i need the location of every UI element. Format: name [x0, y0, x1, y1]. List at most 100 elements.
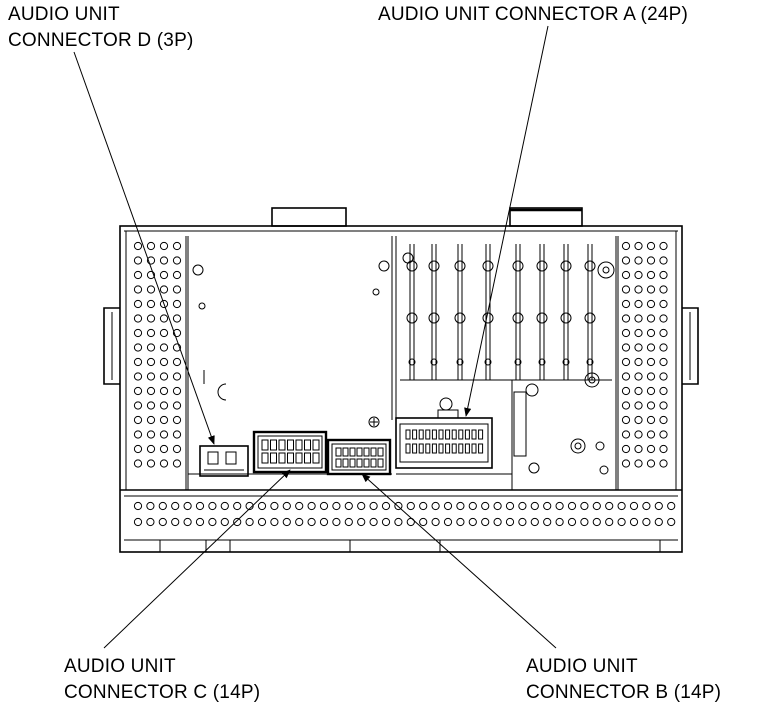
- connector-pin: [464, 429, 470, 440]
- vent-hole: [646, 401, 656, 410]
- label-connector-b: AUDIO UNIT CONNECTOR B (14P): [526, 656, 721, 703]
- vent-hole: [659, 241, 668, 251]
- vent-hole: [536, 312, 548, 324]
- vent-hole: [307, 517, 316, 527]
- vent-hole: [172, 314, 182, 323]
- vent-hole: [171, 517, 180, 527]
- vent-hole: [667, 501, 676, 511]
- vent-hole: [481, 517, 490, 527]
- connector-pin: [445, 443, 451, 454]
- connector-pin: [342, 458, 349, 468]
- vent-hole: [605, 517, 614, 527]
- vent-hole: [431, 501, 440, 511]
- vent-hole: [133, 372, 143, 381]
- vent-hole: [133, 241, 143, 251]
- vent-hole: [634, 285, 643, 294]
- vent-hole: [617, 517, 626, 527]
- vent-holes-right: [621, 241, 668, 468]
- vent-hole: [634, 386, 643, 396]
- vent-hole: [159, 372, 169, 381]
- vent-hole: [133, 430, 143, 439]
- vent-hole: [634, 401, 643, 410]
- connector-pin: [478, 443, 484, 454]
- vent-hole: [172, 372, 182, 381]
- vent-hole: [659, 444, 668, 454]
- connector-pin: [363, 458, 370, 468]
- vent-hole: [634, 415, 643, 425]
- vent-hole: [394, 517, 403, 527]
- vent-hole: [419, 501, 428, 511]
- vent-hole: [536, 260, 548, 272]
- vent-hole: [642, 501, 651, 511]
- label-connector-c-line2: CONNECTOR C (14P): [64, 682, 260, 703]
- vent-hole: [307, 501, 316, 511]
- vent-hole: [133, 386, 143, 396]
- label-connector-a-line1: AUDIO UNIT CONNECTOR A (24P): [378, 4, 688, 25]
- vent-hole: [172, 285, 182, 294]
- vent-hole: [172, 415, 182, 425]
- connector-pin: [478, 429, 484, 440]
- connector-pin: [295, 452, 303, 464]
- vent-hole: [621, 299, 631, 309]
- vent-hole: [667, 517, 676, 527]
- vent-hole: [394, 501, 403, 511]
- label-connector-c: AUDIO UNIT CONNECTOR C (14P): [64, 656, 260, 703]
- vent-hole: [634, 444, 643, 454]
- vent-hole: [159, 444, 169, 454]
- vent-hole: [431, 517, 440, 527]
- side-ear-left: [103, 307, 120, 385]
- vent-hole: [654, 501, 663, 511]
- connector-pin: [295, 439, 303, 451]
- vent-hole: [369, 501, 378, 511]
- vent-hole: [634, 314, 643, 323]
- vent-hole: [220, 517, 229, 527]
- vent-hole: [357, 501, 366, 511]
- vent-hole: [634, 256, 643, 265]
- vent-hole: [430, 358, 438, 366]
- heatsink-fins: [400, 244, 612, 381]
- vent-hole: [659, 270, 668, 280]
- vent-hole: [428, 260, 440, 272]
- vent-hole: [518, 517, 527, 527]
- vent-hole: [319, 501, 329, 511]
- vent-hole: [634, 241, 643, 251]
- vent-hole: [617, 501, 626, 511]
- vent-hole: [580, 501, 589, 511]
- vent-hole: [146, 256, 156, 265]
- vent-hole: [172, 270, 182, 280]
- vent-hole: [634, 430, 643, 439]
- vent-hole: [493, 517, 502, 527]
- vent-hole: [133, 415, 143, 425]
- vent-hole: [172, 430, 182, 439]
- vent-hole: [454, 312, 466, 324]
- vent-hole: [172, 459, 182, 468]
- vent-hole: [518, 501, 527, 511]
- connector-pin: [412, 429, 418, 440]
- vent-hole: [159, 415, 169, 425]
- vent-hole: [629, 517, 639, 527]
- vent-hole: [621, 241, 631, 251]
- vent-hole: [183, 517, 192, 527]
- connector-pin: [431, 443, 437, 454]
- vent-hole: [659, 314, 668, 323]
- vent-hole: [621, 372, 631, 381]
- vent-hole: [172, 241, 182, 251]
- vent-hole: [419, 517, 428, 527]
- connector-pin: [471, 443, 477, 454]
- connector-pin: [451, 443, 457, 454]
- vent-hole: [621, 343, 631, 352]
- vent-hole: [159, 285, 169, 294]
- vent-hole: [282, 501, 291, 511]
- vent-hole: [482, 312, 494, 324]
- connector-pin: [418, 443, 424, 454]
- connector-pin: [278, 452, 286, 464]
- connector-pin: [363, 447, 370, 457]
- vent-hole: [133, 501, 143, 511]
- leader-connector-a: [464, 25, 549, 417]
- vent-hole: [567, 517, 577, 527]
- vent-hole: [592, 517, 601, 527]
- vent-hole: [621, 285, 631, 294]
- connector-pin: [445, 429, 451, 440]
- vent-hole: [621, 256, 631, 265]
- vent-hole: [408, 358, 416, 366]
